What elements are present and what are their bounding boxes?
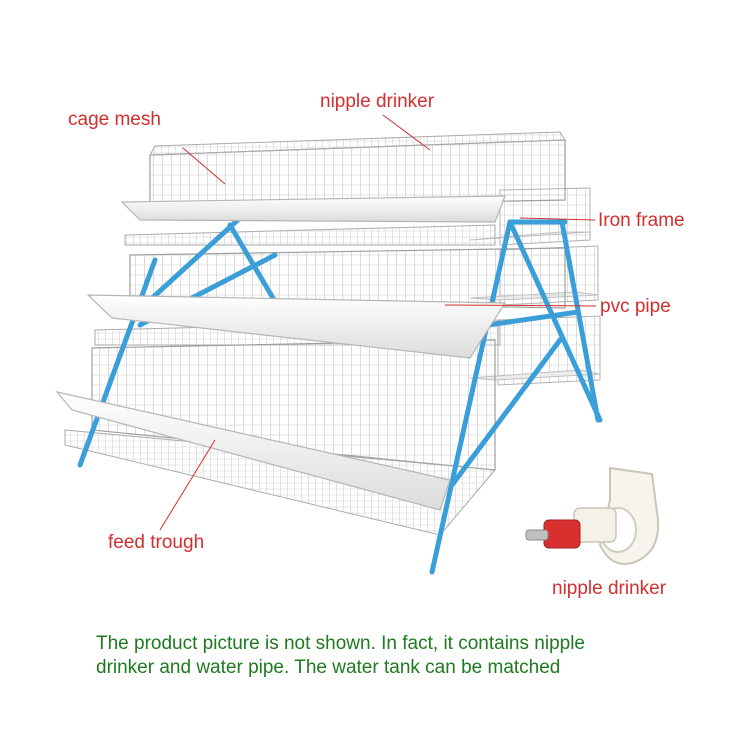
product-note-line-2: drinker and water pipe. The water tank c… bbox=[96, 657, 561, 678]
cage-mesh-label: cage mesh bbox=[68, 109, 161, 130]
nipple-drinker-photo bbox=[525, 466, 660, 565]
feed-trough-label: feed trough bbox=[108, 532, 205, 553]
feed-troughs bbox=[55, 195, 507, 511]
iron-frame-label: Iron frame bbox=[598, 210, 685, 231]
product-note-line-1: The product picture is not shown. In fac… bbox=[96, 633, 585, 654]
top-cage-tier bbox=[124, 131, 566, 246]
product-note: The product picture is not shown. In fac… bbox=[96, 632, 716, 680]
nipple-drinker-top-label: nipple drinker bbox=[320, 91, 435, 112]
pvc-pipe-label: pvc pipe bbox=[600, 296, 671, 317]
leader-lines bbox=[159, 114, 597, 531]
nipple-drinker-inset-label: nipple drinker bbox=[552, 578, 667, 599]
